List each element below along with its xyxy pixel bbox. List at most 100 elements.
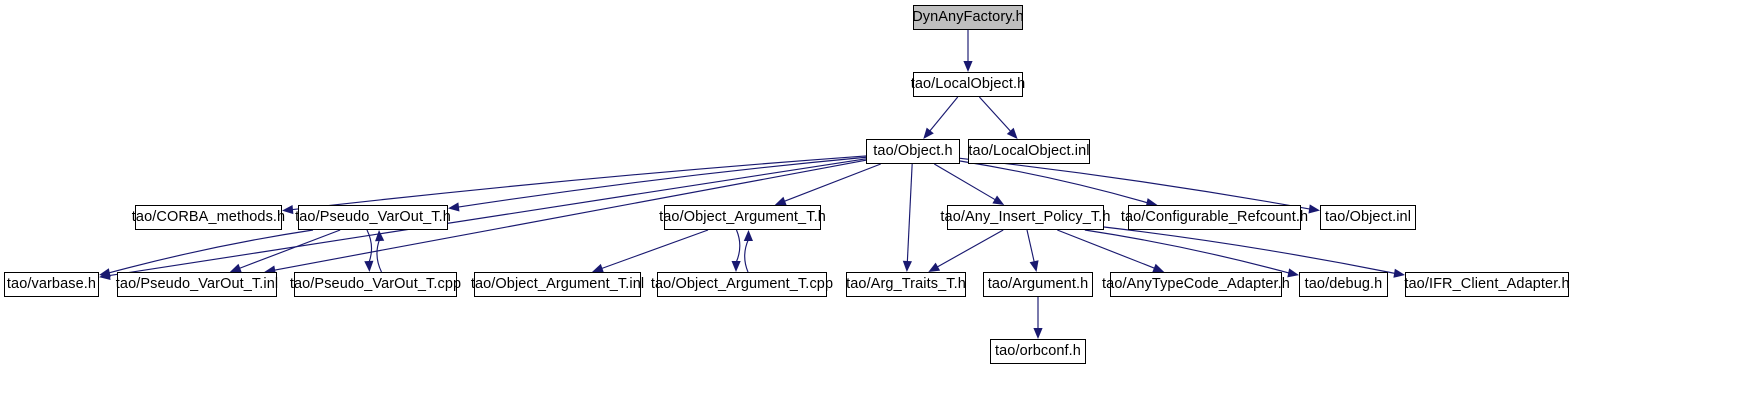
graph-node-label: tao/Pseudo_VarOut_T.cpp — [289, 276, 462, 293]
graph-node-argument_h[interactable]: tao/Argument.h — [983, 272, 1093, 297]
graph-node-label: tao/Argument.h — [987, 276, 1089, 293]
graph-node-arg_traits[interactable]: tao/Arg_Traits_T.h — [846, 272, 966, 297]
edge-arrowhead — [364, 260, 374, 272]
graph-edge-any_insert_policy-to-anytypecode_adapter — [1057, 229, 1165, 273]
graph-node-corba_methods[interactable]: tao/CORBA_methods.h — [131, 205, 286, 230]
graph-node-label: tao/LocalObject.h — [910, 76, 1026, 93]
edge-line — [906, 163, 913, 263]
edge-line — [108, 229, 314, 274]
graph-node-object_h[interactable]: tao/Object.h — [866, 139, 960, 164]
edge-line — [934, 163, 997, 201]
edge-line — [936, 229, 1004, 268]
graph-node-label: tao/Object_Argument_T.cpp — [650, 276, 834, 293]
graph-edge-object_h-to-pseudo_varout_h — [448, 156, 867, 212]
edge-line — [1103, 226, 1396, 275]
edge-line — [366, 229, 373, 263]
edge-line — [1057, 229, 1156, 270]
graph-node-pseudo_varout_inl[interactable]: tao/Pseudo_VarOut_T.inl — [115, 272, 279, 297]
edge-arrowhead — [928, 262, 941, 272]
graph-node-label: tao/Object.inl — [1324, 209, 1412, 226]
graph-node-object_argument_h[interactable]: tao/Object_Argument_T.h — [659, 205, 826, 230]
graph-edge-object_argument_cpp-to-object_argument_h — [743, 230, 753, 273]
edge-line — [959, 160, 1149, 204]
graph-edge-pseudo_varout_h-to-pseudo_varout_inl — [229, 229, 341, 273]
edge-arrowhead — [1308, 204, 1320, 214]
edge-line — [735, 229, 741, 263]
graph-node-label: tao/debug.h — [1304, 276, 1383, 293]
graph-node-label: tao/Object.h — [873, 143, 953, 160]
graph-node-label: tao/CORBA_methods.h — [131, 209, 286, 226]
graph-edge-pseudo_varout_h-to-varbase — [99, 229, 314, 278]
graph-edge-dynanyfactory-to-localobject_h — [963, 30, 973, 72]
graph-edge-object_h-to-arg_traits — [902, 163, 913, 272]
graph-edge-pseudo_varout_cpp-to-pseudo_varout_h — [375, 230, 385, 273]
edge-arrowhead — [1033, 328, 1043, 339]
graph-node-label: tao/orbconf.h — [995, 343, 1081, 360]
graph-edge-object_argument_h-to-object_argument_inl — [592, 229, 709, 273]
graph-edge-object_h-to-configurable_refcount — [959, 160, 1158, 208]
graph-edge-argument_h-to-orbconf — [1033, 297, 1043, 339]
edge-line — [238, 229, 341, 270]
edge-arrowhead — [923, 127, 934, 139]
graph-node-pseudo_varout_cpp[interactable]: tao/Pseudo_VarOut_T.cpp — [290, 272, 461, 297]
graph-node-object_argument_cpp[interactable]: tao/Object_Argument_T.cpp — [651, 272, 833, 297]
edge-arrowhead — [731, 260, 741, 272]
edge-line — [600, 229, 709, 270]
graph-node-dynanyfactory[interactable]: DynAnyFactory.h — [912, 5, 1024, 30]
edge-line — [783, 163, 881, 203]
graph-node-varbase[interactable]: tao/varbase.h — [4, 272, 99, 297]
graph-node-object_argument_inl[interactable]: tao/Object_Argument_T.inl — [470, 272, 645, 297]
graph-edge-any_insert_policy-to-argument_h — [1026, 229, 1039, 272]
graph-node-label: tao/varbase.h — [6, 276, 97, 293]
graph-edge-pseudo_varout_h-to-pseudo_varout_cpp — [364, 229, 374, 272]
edge-arrowhead — [1393, 268, 1405, 278]
graph-node-label: tao/Pseudo_VarOut_T.inl — [115, 276, 279, 293]
graph-edge-any_insert_policy-to-debug_h — [1084, 229, 1299, 278]
graph-node-label: tao/Any_Insert_Policy_T.h — [940, 209, 1111, 226]
graph-node-label: tao/Object_Argument_T.inl — [470, 276, 645, 293]
graph-edge-object_argument_h-to-object_argument_cpp — [731, 229, 741, 272]
graph-node-localobject_inl[interactable]: tao/LocalObject.inl — [968, 139, 1090, 164]
graph-node-pseudo_varout_h[interactable]: tao/Pseudo_VarOut_T.h — [295, 205, 451, 230]
graph-node-ifr_client_adapter[interactable]: tao/IFR_Client_Adapter.h — [1404, 272, 1570, 297]
graph-node-label: tao/Pseudo_VarOut_T.h — [295, 209, 451, 226]
graph-node-orbconf[interactable]: tao/orbconf.h — [990, 339, 1086, 364]
edge-line — [959, 157, 1311, 210]
graph-node-anytypecode_adapter[interactable]: tao/AnyTypeCode_Adapter.h — [1102, 272, 1290, 297]
edge-line — [376, 239, 383, 273]
edge-line — [978, 96, 1012, 133]
graph-node-label: tao/Object_Argument_T.h — [659, 209, 826, 226]
edge-arrowhead — [1029, 260, 1039, 272]
graph-node-debug_h[interactable]: tao/debug.h — [1299, 272, 1388, 297]
graph-edge-object_h-to-any_insert_policy — [934, 163, 1005, 205]
graph-edge-any_insert_policy-to-ifr_client_adapter — [1103, 226, 1405, 278]
edge-arrowhead — [99, 268, 111, 278]
edge-line — [457, 156, 867, 208]
graph-node-label: tao/AnyTypeCode_Adapter.h — [1102, 276, 1290, 293]
edge-arrowhead — [99, 270, 111, 281]
graph-node-object_inl[interactable]: tao/Object.inl — [1320, 205, 1416, 230]
edge-arrowhead — [992, 195, 1005, 205]
edge-line — [1084, 229, 1290, 274]
graph-edge-localobject_h-to-object_h — [923, 96, 959, 139]
edge-arrowhead — [963, 61, 973, 72]
graph-node-label: tao/LocalObject.inl — [968, 143, 1090, 160]
graph-node-configurable_refcount[interactable]: tao/Configurable_Refcount.h — [1121, 205, 1308, 230]
graph-edge-any_insert_policy-to-arg_traits — [928, 229, 1004, 272]
graph-node-any_insert_policy[interactable]: tao/Any_Insert_Policy_T.h — [940, 205, 1110, 230]
graph-edge-localobject_h-to-localobject_inl — [978, 96, 1018, 139]
edge-line — [291, 155, 867, 211]
graph-node-label: tao/Configurable_Refcount.h — [1120, 209, 1309, 226]
edge-line — [744, 239, 749, 273]
graph-node-localobject_h[interactable]: tao/LocalObject.h — [910, 72, 1026, 97]
edge-arrowhead — [1006, 127, 1018, 139]
edge-line — [1026, 229, 1035, 263]
graph-node-label: tao/IFR_Client_Adapter.h — [1404, 276, 1570, 293]
graph-node-label: DynAnyFactory.h — [912, 9, 1024, 26]
graph-edge-object_h-to-object_argument_h — [774, 163, 881, 206]
edge-arrowhead — [375, 230, 385, 242]
edge-arrowhead — [1152, 263, 1165, 273]
graph-node-label: tao/Arg_Traits_T.h — [846, 276, 966, 293]
edge-line — [928, 96, 959, 133]
